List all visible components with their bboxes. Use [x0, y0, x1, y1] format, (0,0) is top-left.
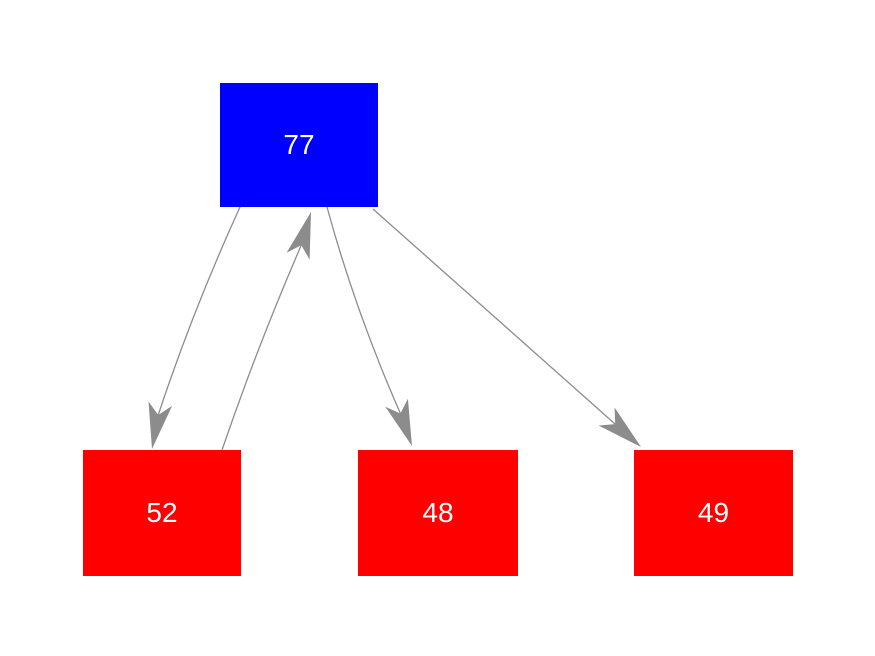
node-49: 49 — [634, 450, 793, 576]
node-52: 52 — [83, 450, 241, 576]
arrowhead-52-to-77 — [286, 212, 311, 260]
node-48: 48 — [358, 450, 518, 576]
edge-52-to-77 — [221, 244, 302, 451]
node-49-label: 49 — [697, 497, 730, 528]
node-52-label: 52 — [146, 497, 178, 528]
arrowhead-77-to-49 — [598, 407, 641, 447]
arrowhead-77-to-52 — [148, 401, 173, 449]
node-48-label: 48 — [422, 497, 454, 528]
node-77: 77 — [220, 83, 378, 207]
edge-77-to-52 — [157, 206, 241, 416]
node-77-label: 77 — [283, 129, 315, 160]
edge-77-to-49 — [372, 208, 616, 425]
arrowhead-77-to-48 — [385, 398, 412, 446]
edge-77-to-48 — [326, 206, 401, 414]
